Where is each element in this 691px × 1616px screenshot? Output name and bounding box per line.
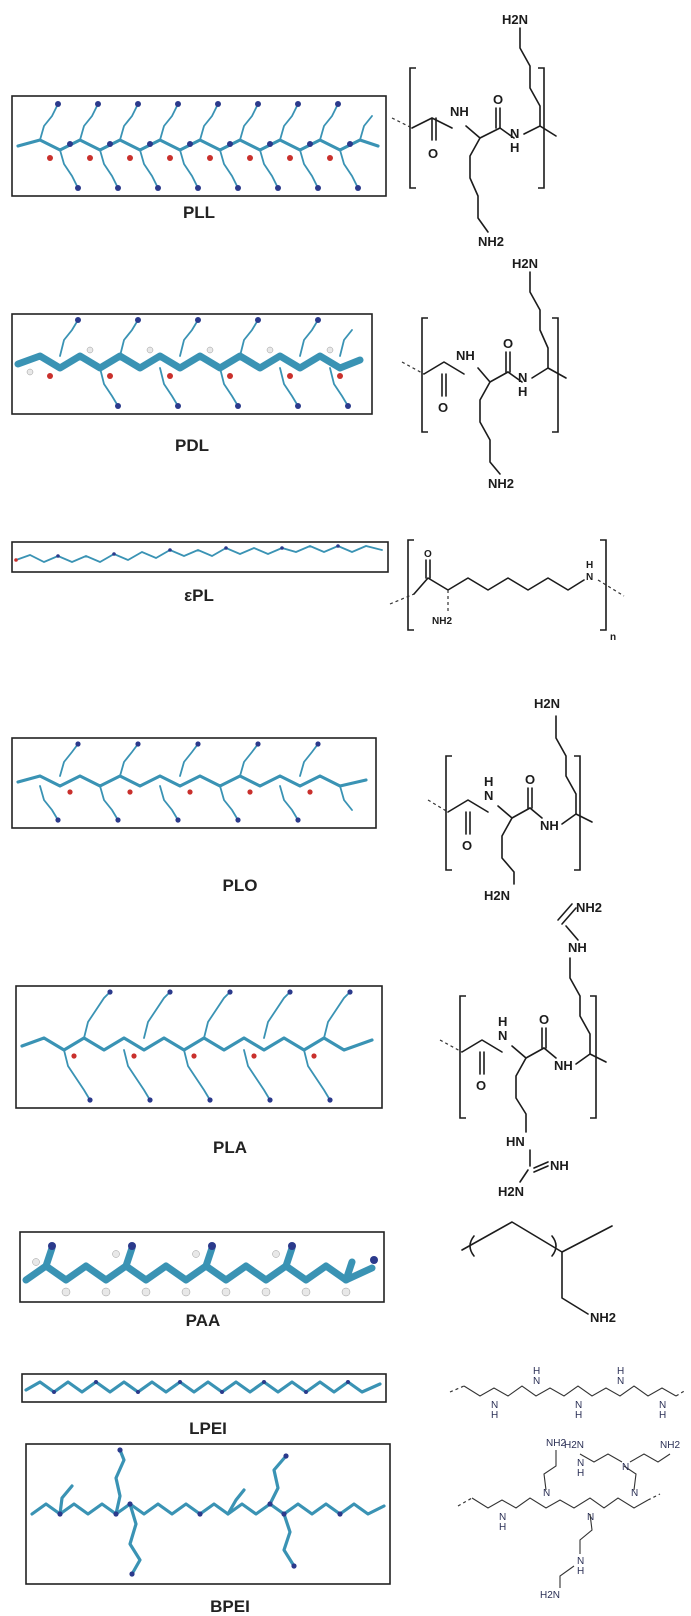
pla-nh1-n: N (498, 1028, 507, 1043)
pdl-nh2: H (518, 384, 527, 399)
paa-panel: PAA NH2 (19, 1221, 616, 1330)
bpei-n7: N (577, 1458, 584, 1469)
paa-nh2: NH2 (590, 1310, 616, 1325)
pdl-nh2b: N (518, 370, 527, 385)
pll-nh-bot: NH2 (478, 234, 504, 249)
bpei-n2: N (543, 1488, 550, 1499)
pll-label: PLL (183, 203, 215, 222)
plo-label: PLO (223, 876, 258, 895)
epl-panel: εPL O NH2 N H n (11, 539, 625, 643)
pla-panel: PLA O H N O NH NH NH2 HN (15, 900, 607, 1199)
pla-nh1-h: H (498, 1014, 507, 1029)
pla-label: PLA (213, 1138, 247, 1157)
epl-o1: O (424, 549, 432, 560)
bpei-3d-model (30, 1447, 386, 1577)
lpei-n3: N (575, 1400, 582, 1411)
plo-panel: PLO O H N O NH H2N H2N (11, 696, 593, 903)
lpei-h1: H (491, 1410, 498, 1421)
pla-o1: O (476, 1078, 486, 1093)
bpei-nh2-a: NH2 (546, 1438, 566, 1449)
bpei-n4: N (631, 1488, 638, 1499)
bpei-h7: H (577, 1468, 584, 1479)
pdl-n-top: H2N (512, 256, 538, 271)
bpei-structure: N H N N N NH2 N H H2N N N H H2N NH2 (457, 1438, 680, 1601)
plo-nh1-h: H (484, 774, 493, 789)
lpei-label: LPEI (189, 1419, 227, 1438)
lpei-structure: N H N H N H N H N H (449, 1366, 687, 1421)
lpei-n1: N (491, 1400, 498, 1411)
paa-label: PAA (186, 1311, 221, 1330)
pdl-nh1: NH (456, 348, 475, 363)
plo-nh2: NH (540, 818, 559, 833)
pll-o2: O (493, 92, 503, 107)
pla-nh-top: NH (568, 940, 587, 955)
pdl-o1: O (438, 400, 448, 415)
plo-nh1-n: N (484, 788, 493, 803)
bpei-nh2-d: NH2 (660, 1440, 680, 1451)
epl-nh-h: H (586, 560, 593, 571)
bpei-n1: N (499, 1512, 506, 1523)
epl-label: εPL (184, 586, 214, 605)
epl-model-box (11, 541, 389, 573)
plo-structure: O H N O NH H2N H2N (427, 696, 593, 903)
pll-nh2: H (510, 140, 519, 155)
lpei-n5: N (659, 1400, 666, 1411)
pla-n-top: NH2 (576, 900, 602, 915)
pll-n-top: H2N (502, 12, 528, 27)
pll-o1: O (428, 146, 438, 161)
epl-nh-bot: NH2 (432, 616, 452, 627)
pla-hn: HN (506, 1134, 525, 1149)
pdl-label: PDL (175, 436, 209, 455)
paa-structure: NH2 (461, 1221, 616, 1325)
lpei-h5: H (659, 1410, 666, 1421)
pll-nh2b: N (510, 126, 519, 141)
bpei-n6: N (622, 1462, 629, 1473)
plo-o1: O (462, 838, 472, 853)
epl-3d-model (14, 544, 383, 564)
pla-o2: O (539, 1012, 549, 1027)
bpei-h5: H (577, 1566, 584, 1577)
lpei-panel: LPEI N H N H N H N H N H (21, 1366, 687, 1438)
bpei-panel: BPEI N H N N N NH2 N H H2N N N H H2N NH2 (25, 1438, 680, 1616)
lpei-n4: N (617, 1376, 624, 1387)
epl-nh-n: N (586, 572, 593, 583)
bpei-model-box (25, 1443, 391, 1585)
pla-nh2: NH (554, 1058, 573, 1073)
pla-structure: O H N O NH NH NH2 HN NH H2N (439, 900, 607, 1199)
bpei-label: BPEI (210, 1597, 250, 1616)
pdl-3d-model (14, 317, 364, 409)
pla-nh3: NH (550, 1158, 569, 1173)
pdl-panel: PDL O NH O H N H2N NH2 (11, 256, 567, 491)
pll-nh1: NH (450, 104, 469, 119)
lpei-model-box (21, 1373, 387, 1403)
plo-nh-bot: H2N (484, 888, 510, 903)
pdl-structure: O NH O H N H2N NH2 (401, 256, 567, 491)
bpei-h2n-c: H2N (564, 1440, 584, 1451)
bpei-h2n-b: H2N (540, 1590, 560, 1601)
plo-n-top: H2N (534, 696, 560, 711)
bpei-n5: N (577, 1556, 584, 1567)
lpei-n2: N (533, 1376, 540, 1387)
lpei-3d-model (24, 1380, 382, 1394)
pla-3d-model (20, 989, 374, 1103)
pll-structure: O NH O H N H2N NH2 (391, 12, 557, 249)
plo-3d-model (16, 741, 368, 823)
lpei-h4: H (617, 1366, 624, 1377)
bpei-h1: H (499, 1522, 506, 1533)
plo-model-box (11, 737, 377, 829)
plo-o2: O (525, 772, 535, 787)
lpei-h2: H (533, 1366, 540, 1377)
epl-subscript-n: n (610, 632, 616, 643)
pla-nh-bot: H2N (498, 1184, 524, 1199)
pll-3d-model (16, 101, 380, 191)
paa-3d-model (22, 1242, 378, 1297)
pdl-o2: O (503, 336, 513, 351)
pdl-nh-bot: NH2 (488, 476, 514, 491)
pla-model-box (15, 985, 383, 1109)
epl-structure: O NH2 N H n (389, 539, 625, 643)
pll-panel: PLL O NH O H N H2N NH2 (11, 12, 557, 249)
lpei-h3: H (575, 1410, 582, 1421)
